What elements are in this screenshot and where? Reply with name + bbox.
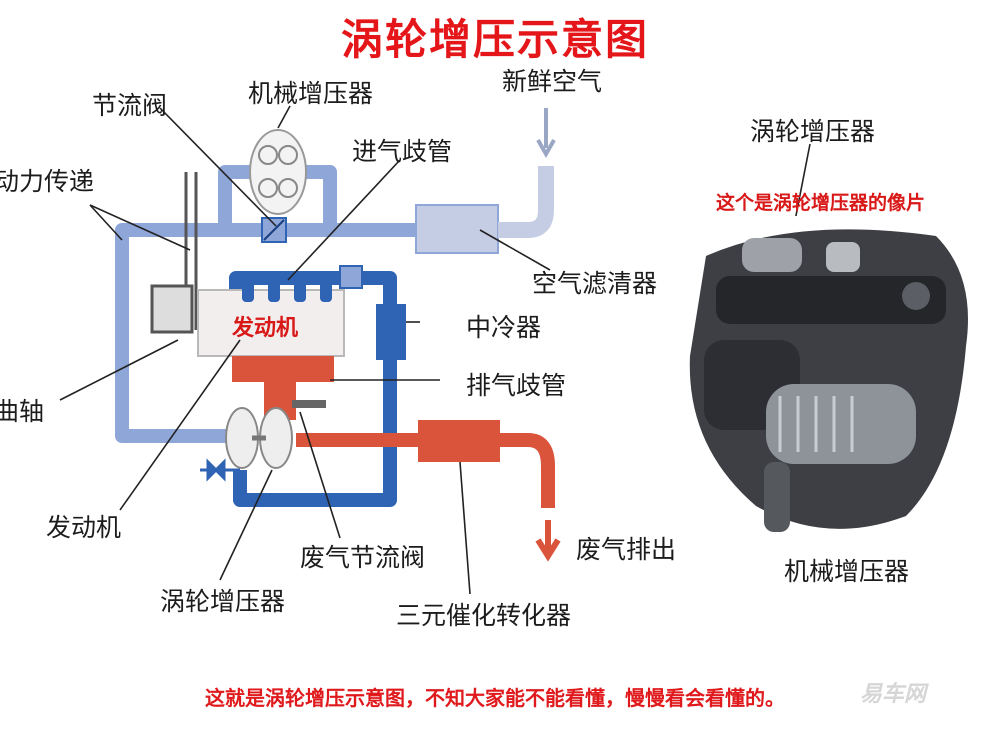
photo-turbo-label: 涡轮增压器	[750, 117, 876, 146]
photo-turbo-unit	[742, 238, 802, 272]
intercooler-box	[376, 304, 406, 360]
wastegate-label: 废气节流阀	[300, 543, 426, 572]
throttle-valve-drawing	[261, 217, 287, 243]
catalytic-converter-label: 三元催化转化器	[396, 601, 572, 630]
engine-block-label: 发动机	[232, 316, 299, 341]
throttle-valve-label: 节流阀	[92, 91, 168, 120]
exhaust-manifold-label: 排气歧管	[466, 371, 567, 400]
air-filter-label: 空气滤清器	[532, 269, 658, 298]
belt-drive	[150, 172, 198, 334]
engine-bottom-label: 发动机	[46, 513, 122, 542]
watermark-text: 易车网	[860, 682, 927, 707]
intake-manifold-label: 进气歧管	[352, 137, 453, 166]
fresh-air-arrow	[536, 108, 556, 159]
exhaust-arrow	[535, 520, 561, 562]
catalytic-converter-box	[418, 420, 500, 462]
exhaust-pipe	[296, 433, 555, 508]
leader-lines	[59, 105, 551, 595]
supercharger-top-label: 机械增压器	[248, 79, 374, 108]
engine-photo	[676, 216, 976, 566]
cylinder-ports	[242, 280, 332, 302]
power-transfer-label: 动力传递	[0, 167, 95, 196]
photo-note: 这个是涡轮增压器的像片	[716, 192, 926, 214]
fresh-air-label: 新鲜空气	[502, 67, 603, 96]
charge-valve	[339, 265, 363, 289]
wastegate-drawing	[292, 400, 326, 408]
turbocharger-label: 涡轮增压器	[160, 587, 286, 616]
exhaust-manifold	[232, 356, 334, 420]
intercooler-label: 中冷器	[466, 313, 542, 342]
pressurized-pipe	[229, 271, 397, 507]
bypass-valve	[200, 458, 240, 482]
fresh-air-pipe	[498, 166, 554, 238]
air-filter-box	[415, 204, 499, 254]
turbocharger-drawing	[225, 407, 293, 469]
photo-supercharger-label: 机械增压器	[784, 557, 910, 586]
supercharger-top-drawing	[249, 129, 307, 215]
watermark-logo: 易车网	[860, 676, 926, 708]
page-title: 涡轮增压示意图	[340, 15, 649, 64]
crankshaft-label: 曲轴	[0, 397, 45, 426]
bottom-caption: 这就是涡轮增压示意图，不知大家能不能看懂，慢慢看会看懂的。	[205, 686, 785, 710]
photo-supercharger-unit	[766, 384, 916, 464]
exhaust-out-label: 废气排出	[576, 535, 677, 564]
